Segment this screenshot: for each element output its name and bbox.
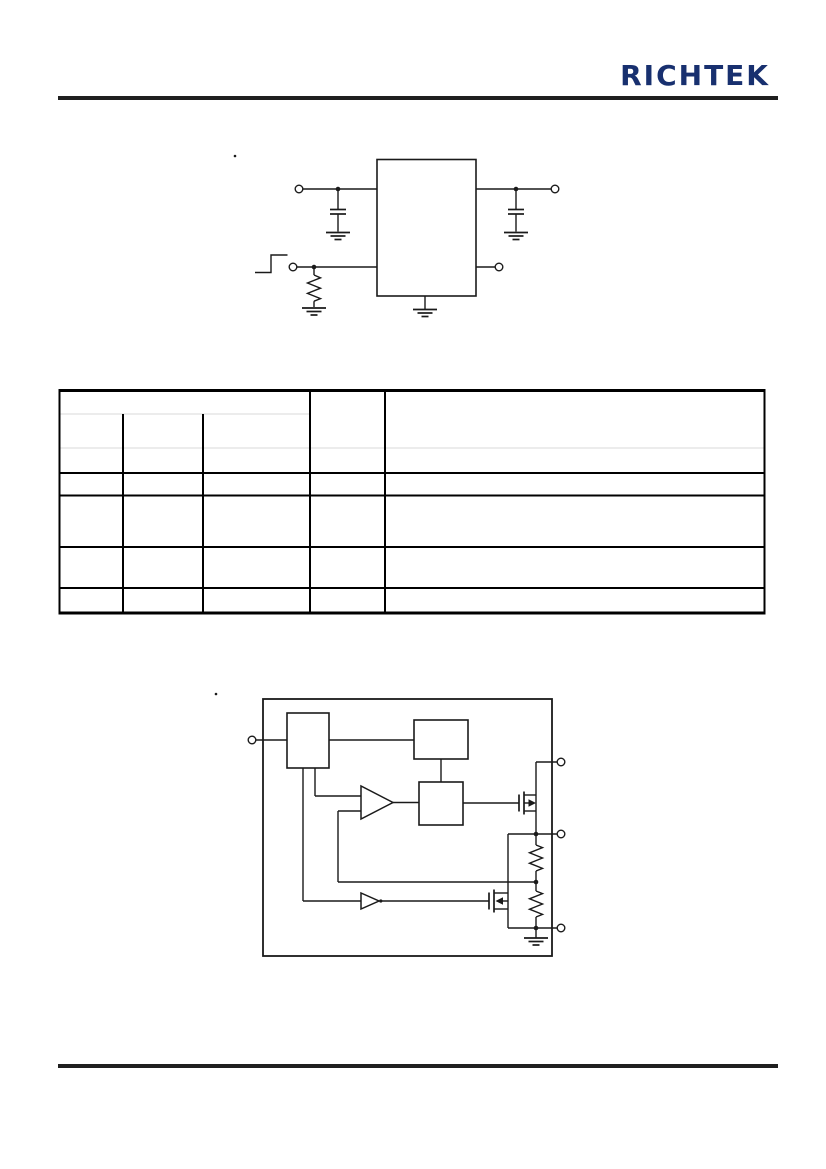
block-top-left <box>286 712 330 769</box>
ground-icon <box>524 928 548 946</box>
ground-icon <box>326 231 350 241</box>
header-rule <box>58 96 778 100</box>
input-terminal <box>294 184 304 194</box>
input-terminal <box>247 735 257 745</box>
pulldown-resistor-icon <box>305 267 323 307</box>
ground-icon <box>504 231 528 241</box>
ic-box <box>376 158 477 297</box>
footer-rule <box>58 1064 778 1068</box>
step-signal-icon <box>255 254 288 274</box>
enable-terminal <box>288 262 298 272</box>
aux-net <box>476 262 504 272</box>
feedback-path <box>337 811 536 883</box>
ground-icon <box>413 308 437 318</box>
pin-description-table <box>58 388 766 615</box>
inverter-icon <box>302 768 489 911</box>
pmos-pass-transistor-icon <box>518 762 537 834</box>
output-terminal <box>550 184 560 194</box>
function-block-diagram <box>214 692 566 957</box>
error-amplifier-icon <box>314 768 419 821</box>
bottom-right-terminal <box>556 923 566 933</box>
typical-application-circuit <box>233 154 560 318</box>
middle-right-terminal <box>556 829 566 839</box>
richtek-logo: RICHTEK <box>620 59 770 92</box>
stray-dot <box>214 692 218 696</box>
nmos-discharge-transistor-icon <box>488 834 509 928</box>
enable-net <box>255 254 377 316</box>
ic-ground <box>413 296 437 318</box>
block-middle <box>418 781 464 826</box>
input-net <box>294 184 377 241</box>
block-top-middle <box>413 719 469 760</box>
feedback-resistor-divider-icon <box>527 834 545 928</box>
output-net <box>476 184 560 241</box>
stray-dot <box>233 154 237 158</box>
output-capacitor-icon <box>508 189 524 232</box>
input-capacitor-icon <box>330 189 346 232</box>
ground-icon <box>302 307 326 316</box>
aux-terminal <box>494 262 504 272</box>
ic-boundary-box <box>262 698 553 957</box>
top-right-terminal <box>556 757 566 767</box>
